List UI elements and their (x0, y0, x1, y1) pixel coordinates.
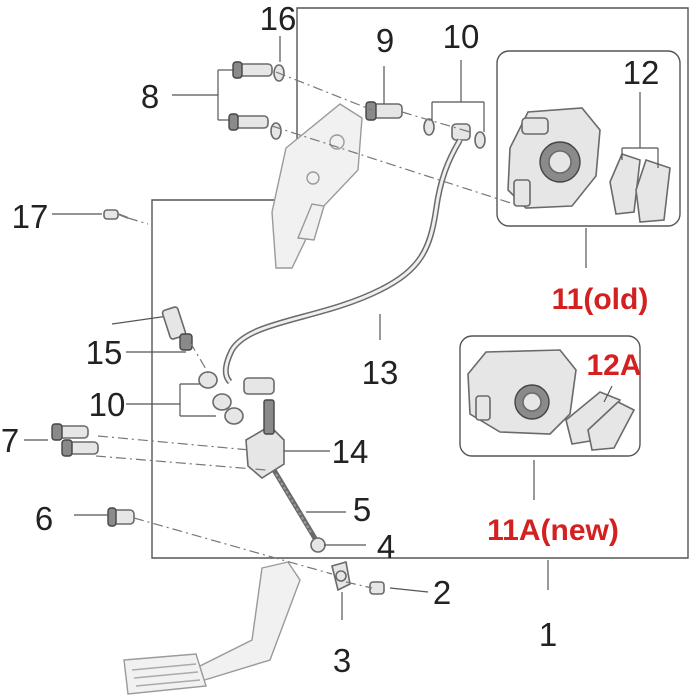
callout-12a: 12A (586, 349, 641, 382)
new-brake-caliper (467, 349, 577, 435)
old-brake-caliper (507, 107, 601, 209)
banjo-bolt (365, 101, 403, 121)
new-brake-pads (565, 391, 636, 451)
new-caliper-box (459, 335, 641, 457)
callout-13: 13 (362, 354, 399, 391)
callout-15: 15 (86, 334, 123, 371)
callout-16: 16 (260, 0, 297, 37)
callout-10-upper: 10 (443, 18, 480, 55)
lower-banjo-fitting (243, 377, 275, 395)
brake-pedal (123, 561, 301, 695)
callout-4: 4 (377, 528, 395, 565)
callout-17: 17 (12, 198, 49, 235)
callout-3: 3 (333, 642, 351, 679)
brake-hose (222, 138, 463, 385)
master-cylinder-bolts (51, 423, 99, 457)
caliper-bracket-plate (271, 103, 363, 269)
old-brake-pads (609, 153, 671, 223)
callout-10-lower: 10 (89, 386, 126, 423)
push-rod-nut (310, 537, 326, 553)
small-screw (103, 209, 129, 220)
callout-1: 1 (539, 616, 557, 653)
callout-14: 14 (332, 433, 369, 470)
callout-7: 7 (1, 422, 19, 459)
callout-11-old: 11(old) (552, 283, 649, 316)
callout-12: 12 (623, 54, 660, 91)
callout-8: 8 (141, 78, 159, 115)
clevis-joint (331, 560, 351, 592)
callout-6: 6 (35, 500, 53, 537)
callout-5: 5 (353, 491, 371, 528)
assembly-center-lines (95, 71, 521, 589)
brake-light-switch (111, 306, 193, 351)
callout-11a-new: 11A(new) (487, 514, 619, 547)
callout-labels: 1 2 3 4 5 6 7 8 9 10 10 11(old) 11A(new)… (1, 0, 660, 679)
clevis-nut (369, 581, 385, 595)
callout-2: 2 (433, 574, 451, 611)
upper-banjo-fitting (451, 123, 471, 141)
master-cylinder (245, 399, 285, 479)
mounting-bolt-pair (228, 61, 273, 131)
lower-copper-washers (198, 371, 244, 425)
callout-9: 9 (376, 22, 394, 59)
upper-copper-washers (423, 118, 486, 149)
push-rod (271, 468, 319, 542)
callout-leaders (24, 36, 659, 620)
old-caliper-box (496, 50, 681, 227)
pivot-bolt (107, 507, 135, 527)
